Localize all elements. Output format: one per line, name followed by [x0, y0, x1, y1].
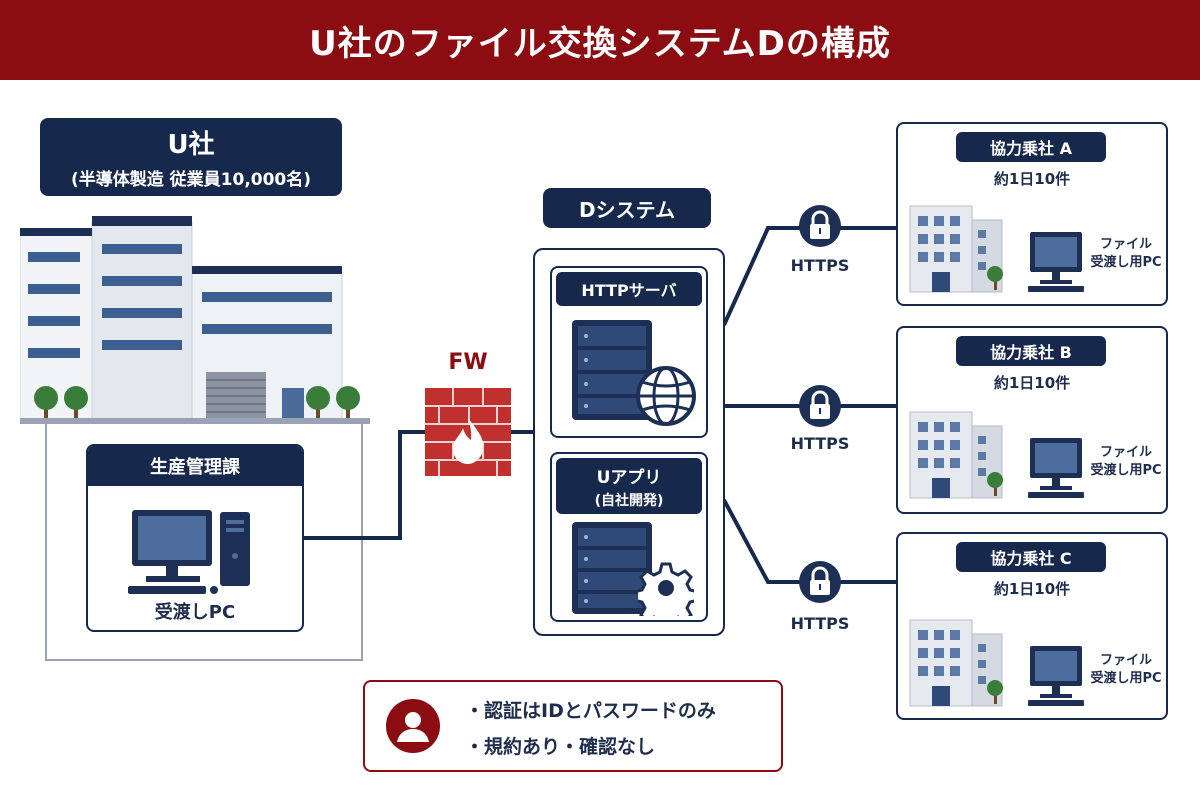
partner-pc-label: ファイル 受渡し用PC [1084, 652, 1168, 688]
partner-pc-label-line1: ファイル [1099, 237, 1152, 252]
https-label-a: HTTPS [790, 256, 850, 275]
app-panel: Uアプリ (自社開発) [550, 452, 708, 622]
app-sublabel: (自社開発) [594, 492, 664, 509]
notes-box: ・認証はIDとパスワードのみ ・規約あり・確認なし [363, 680, 783, 772]
http-server-name: HTTPサーバ [581, 281, 677, 300]
app-server-icon [572, 522, 652, 614]
partner-pc-label-line2: 受渡し用PC [1090, 463, 1162, 478]
partner-name: 協力乗社 B [990, 343, 1072, 362]
firewall-label: FW [448, 350, 488, 375]
firewall-icon [425, 388, 511, 476]
http-server-label: HTTPサーバ [556, 272, 702, 306]
app-name: Uアプリ [596, 467, 662, 488]
partner-pc-icon [1028, 646, 1084, 706]
title-bar: U社のファイル交換システムDの構成 [0, 0, 1200, 80]
partner-pc-label: ファイル 受渡し用PC [1084, 236, 1168, 272]
https-label-c: HTTPS [790, 614, 850, 633]
partner-pc-label-line1: ファイル [1099, 445, 1152, 460]
partner-panel-a: 協力乗社 A 約1日10件 ファイル 受渡し用PC [896, 122, 1168, 306]
partner-pc-icon [1028, 232, 1084, 292]
partner-name: 協力乗社 A [990, 139, 1072, 158]
company-label: U社 (半導体製造 従業員10,000名) [40, 118, 342, 196]
partner-frequency: 約1日10件 [993, 374, 1071, 392]
factory-building-icon [20, 216, 370, 424]
note-line-1: ・認証はIDとパスワードのみ [465, 700, 716, 722]
lock-icon-b [799, 385, 841, 427]
partner-name-label: 協力乗社 B [956, 336, 1106, 366]
partner-name-label: 協力乗社 C [956, 542, 1106, 572]
gear-icon [638, 562, 694, 616]
https-label-b: HTTPS [790, 434, 850, 453]
partner-frequency: 約1日10件 [993, 580, 1071, 598]
company-name: U社 [167, 130, 215, 160]
dsystem-name: Dシステム [578, 197, 675, 222]
lock-icon-a [799, 205, 841, 247]
partner-panel-c: 協力乗社 C 約1日10件 ファイル 受渡し用PC [896, 532, 1168, 720]
department-label: 生産管理課 [88, 446, 302, 486]
page-title: U社のファイル交換システムDの構成 [309, 23, 891, 64]
partner-name: 協力乗社 C [990, 549, 1072, 568]
note-line-2: ・規約あり・確認なし [465, 736, 656, 758]
partner-building-icon [909, 205, 1003, 293]
line-to-partner-a [722, 226, 896, 326]
partner-building-icon [909, 411, 1003, 499]
dsystem-label: Dシステム [543, 188, 711, 228]
company-description: (半導体製造 従業員10,000名) [70, 170, 312, 190]
partner-panel-b: 協力乗社 B 約1日10件 ファイル 受渡し用PC [896, 326, 1168, 514]
http-server-panel: HTTPサーバ [550, 266, 708, 438]
desktop-pc-icon [128, 510, 250, 594]
partner-frequency: 約1日10件 [993, 170, 1071, 188]
partner-building-icon [909, 619, 1003, 707]
partner-pc-label-line2: 受渡し用PC [1090, 671, 1162, 686]
pc-label: 受渡しPC [154, 602, 236, 623]
globe-icon [636, 366, 696, 426]
partner-pc-label-line2: 受渡し用PC [1090, 255, 1162, 270]
line-to-partner-c [722, 499, 896, 584]
partner-pc-icon [1028, 438, 1084, 498]
app-label: Uアプリ (自社開発) [556, 458, 702, 514]
lock-icon-c [799, 561, 841, 603]
department-name: 生産管理課 [150, 457, 240, 478]
partner-pc-label: ファイル 受渡し用PC [1084, 444, 1168, 480]
partner-name-label: 協力乗社 A [956, 132, 1106, 162]
line-pc-to-fw [302, 430, 425, 540]
user-icon [386, 699, 440, 753]
partner-pc-label-line1: ファイル [1099, 653, 1152, 668]
department-panel: 生産管理課 受渡しPC [86, 444, 304, 632]
server-icon [572, 320, 652, 420]
